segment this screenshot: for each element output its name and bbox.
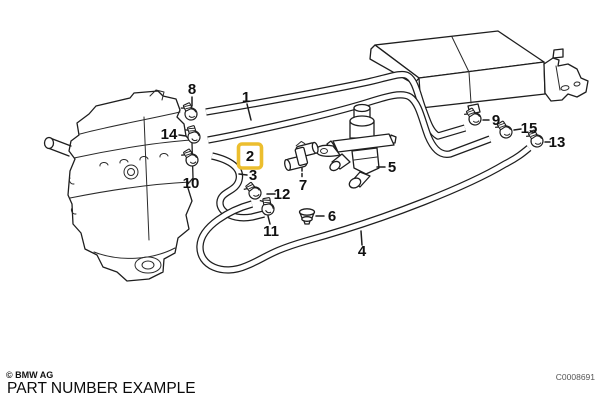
callout-2[interactable]: 2	[246, 148, 254, 165]
callout-11[interactable]: 11	[263, 223, 279, 240]
callout-13[interactable]: 13	[549, 134, 566, 151]
callout-4[interactable]: 4	[358, 243, 367, 260]
callout-3[interactable]: 3	[249, 167, 257, 184]
leader-lines	[178, 96, 551, 246]
engine-illustration	[43, 89, 194, 282]
callout-5[interactable]: 5	[388, 159, 396, 176]
clamp-icon	[179, 101, 199, 122]
callout-6[interactable]: 6	[328, 208, 336, 225]
hose-connector-illustration	[284, 140, 319, 172]
selected-part-highlight	[236, 142, 264, 170]
copyright-label: © BMW AG	[6, 370, 53, 380]
callout-14[interactable]: 14	[161, 126, 178, 143]
callout-9[interactable]: 9	[492, 112, 500, 129]
callout-15[interactable]: 15	[521, 120, 538, 137]
callout-7[interactable]: 7	[299, 177, 307, 194]
callout-8[interactable]: 8	[188, 81, 196, 98]
grommet-illustration	[298, 208, 316, 225]
water-valve-illustration	[315, 103, 397, 189]
drawing-number-label: C0008691	[556, 372, 596, 382]
callout-12[interactable]: 12	[274, 186, 291, 203]
caption-label: PART NUMBER EXAMPLE	[7, 380, 196, 397]
callout-1[interactable]: 1	[242, 89, 250, 106]
callout-10[interactable]: 10	[183, 175, 200, 192]
